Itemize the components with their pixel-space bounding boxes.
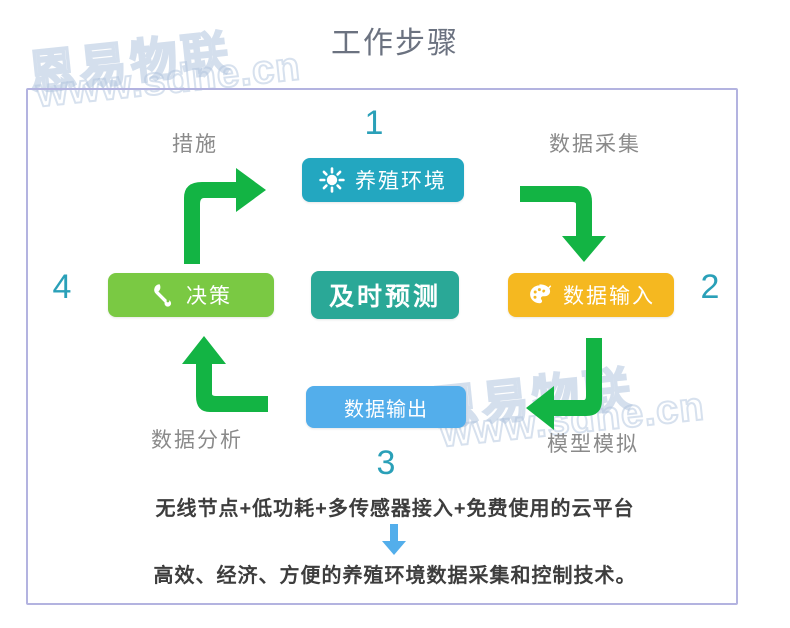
- footer-line-1: 无线节点+低功耗+多传感器接入+免费使用的云平台: [155, 498, 635, 520]
- arrow-up-right-icon: [178, 164, 270, 269]
- node-data-output-label: 数据输出: [344, 398, 428, 421]
- node-environment-label: 养殖环境: [355, 170, 447, 193]
- node-data-input-label: 数据输入: [563, 285, 655, 308]
- step-number-3: 3: [376, 444, 396, 482]
- arrow-right-down-icon: [520, 164, 616, 269]
- node-forecast-label: 及时预测: [328, 283, 441, 311]
- diagram-panel: [26, 88, 738, 605]
- palette-icon: [527, 282, 553, 308]
- node-data-output[interactable]: 数据输出: [306, 386, 466, 428]
- node-forecast[interactable]: 及时预测: [311, 271, 459, 319]
- arrow-left-up-icon: [168, 334, 272, 439]
- step-number-4: 4: [52, 268, 72, 306]
- node-data-input[interactable]: 数据输入: [508, 273, 674, 317]
- arrow-down-left-icon: [524, 338, 624, 447]
- label-data-analysis: 数据分析: [151, 429, 243, 452]
- footer-line-2: 高效、经济、方便的养殖环境数据采集和控制技术。: [153, 565, 637, 587]
- label-measure: 措施: [172, 133, 218, 156]
- wrench-icon: [150, 282, 176, 308]
- node-decision[interactable]: 决策: [108, 273, 274, 317]
- arrow-down-icon: [375, 524, 413, 561]
- page-title: 工作步骤: [331, 27, 459, 60]
- node-decision-label: 决策: [186, 285, 232, 308]
- sun-icon: [319, 167, 345, 193]
- step-number-2: 2: [700, 268, 720, 306]
- step-number-1: 1: [364, 104, 384, 142]
- label-model-simulation: 模型模拟: [547, 433, 639, 456]
- label-data-collection: 数据采集: [549, 133, 641, 156]
- node-environment[interactable]: 养殖环境: [302, 158, 464, 202]
